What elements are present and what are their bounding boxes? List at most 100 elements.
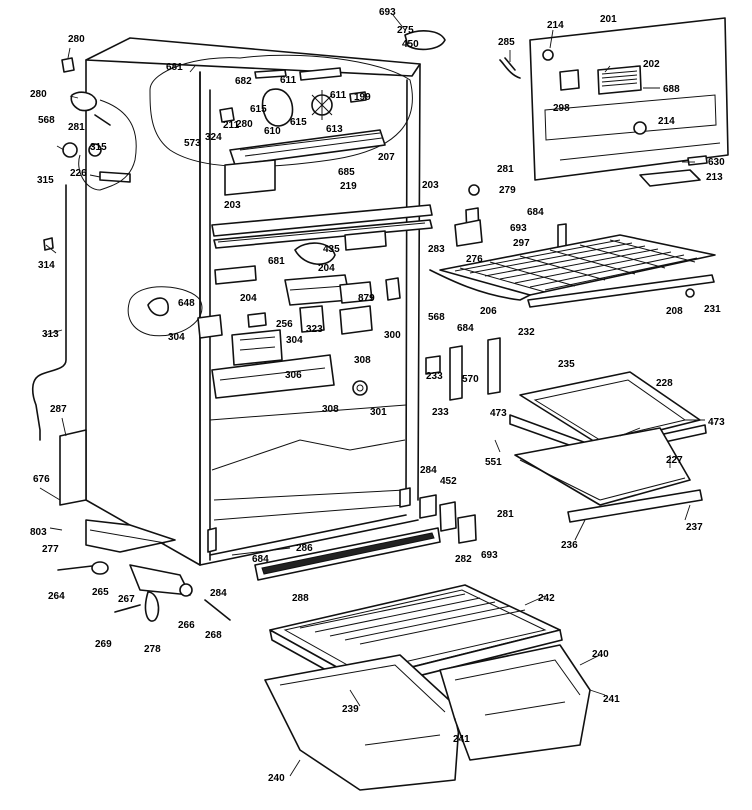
control-panel-201 (404, 17, 729, 187)
part-label-301: 301 (370, 407, 387, 418)
part-label-693: 693 (510, 223, 527, 234)
base-grille-288 (231, 527, 441, 581)
part-label-304: 304 (286, 335, 303, 346)
part-label-203: 203 (224, 200, 241, 211)
part-label-452: 452 (440, 476, 457, 487)
part-label-232: 232 (518, 327, 535, 338)
part-label-280: 280 (68, 34, 85, 45)
part-label-473: 473 (490, 408, 507, 419)
part-label-213: 213 (706, 172, 723, 183)
part-label-241: 241 (453, 734, 470, 745)
part-label-240: 240 (268, 773, 285, 784)
part-label-682: 682 (235, 76, 252, 87)
part-label-269: 269 (95, 639, 112, 650)
part-label-281: 281 (497, 164, 514, 175)
shelf-supports (419, 184, 567, 544)
hinge-parts (57, 561, 231, 622)
part-label-235: 235 (558, 359, 575, 370)
part-label-315: 315 (37, 175, 54, 186)
part-label-203: 203 (422, 180, 439, 191)
part-label-573: 573 (184, 138, 201, 149)
part-label-684: 684 (252, 554, 269, 565)
part-label-297: 297 (513, 238, 530, 249)
part-label-288: 288 (292, 593, 309, 604)
part-label-568: 568 (38, 115, 55, 126)
part-label-241: 241 (603, 694, 620, 705)
part-label-308: 308 (354, 355, 371, 366)
part-label-630: 630 (708, 157, 725, 168)
part-label-239: 239 (342, 704, 359, 715)
part-label-242: 242 (538, 593, 555, 604)
part-label-298: 298 (553, 103, 570, 114)
part-label-267: 267 (118, 594, 135, 605)
part-label-276: 276 (466, 254, 483, 265)
part-label-277: 277 (42, 544, 59, 555)
part-label-199: 199 (354, 92, 371, 103)
part-label-227: 227 (666, 455, 683, 466)
part-label-265: 265 (92, 587, 109, 598)
fan-assembly (127, 286, 267, 339)
part-label-300: 300 (384, 330, 401, 341)
part-label-306: 306 (285, 370, 302, 381)
part-label-231: 231 (704, 304, 721, 315)
part-label-611: 611 (330, 90, 347, 101)
part-label-803: 803 (30, 527, 47, 538)
part-label-226: 226 (70, 168, 87, 179)
part-label-207: 207 (378, 152, 395, 163)
temperature-controls (211, 230, 401, 399)
part-label-693: 693 (379, 7, 396, 18)
part-label-450: 450 (402, 39, 419, 50)
part-label-324: 324 (205, 132, 222, 143)
part-label-284: 284 (420, 465, 437, 476)
part-label-282: 282 (455, 554, 472, 565)
part-number-labels: 280 280 280 281 568 315 315 226 314 313 287 676 803 2… (30, 7, 725, 784)
part-label-280: 280 (30, 89, 47, 100)
part-label-681: 681 (268, 256, 285, 267)
part-label-313: 313 (42, 329, 59, 340)
part-label-648: 648 (178, 298, 195, 309)
part-label-676: 676 (33, 474, 50, 485)
part-label-304: 304 (168, 332, 185, 343)
part-label-323: 323 (306, 324, 323, 335)
part-label-284: 284 (210, 588, 227, 599)
part-label-287: 287 (50, 404, 67, 415)
part-label-266: 266 (178, 620, 195, 631)
part-label-204: 204 (240, 293, 257, 304)
evaporator-assembly (149, 54, 413, 196)
part-label-285: 285 (498, 37, 515, 48)
part-label-283: 283 (428, 244, 445, 255)
meat-keeper-assembly (509, 371, 707, 523)
part-label-281: 281 (497, 509, 514, 520)
part-label-611: 611 (280, 75, 297, 86)
part-label-570: 570 (462, 374, 479, 385)
part-label-236: 236 (561, 540, 578, 551)
part-label-278: 278 (144, 644, 161, 655)
leader-lines (39, 14, 705, 777)
part-label-879: 879 (358, 293, 375, 304)
part-label-256: 256 (276, 319, 293, 330)
part-label-228: 228 (656, 378, 673, 389)
part-label-685: 685 (338, 167, 355, 178)
part-label-315: 315 (90, 142, 107, 153)
part-label-211: 211 (223, 120, 240, 131)
part-label-268: 268 (205, 630, 222, 641)
part-label-693: 693 (481, 550, 498, 561)
drain-tube-assembly (31, 57, 137, 441)
freezer-wire-shelf (429, 234, 716, 308)
part-label-613: 613 (326, 124, 343, 135)
part-label-237: 237 (686, 522, 703, 533)
part-label-208: 208 (666, 306, 683, 317)
part-label-233: 233 (432, 407, 449, 418)
part-label-314: 314 (38, 260, 55, 271)
part-label-214: 214 (658, 116, 675, 127)
part-label-568: 568 (428, 312, 445, 323)
part-label-264: 264 (48, 591, 65, 602)
part-label-435: 435 (323, 244, 340, 255)
part-label-280: 280 (236, 119, 253, 130)
part-label-308: 308 (322, 404, 339, 415)
part-label-615: 615 (290, 117, 307, 128)
part-label-219: 219 (340, 181, 357, 192)
part-label-688: 688 (663, 84, 680, 95)
part-label-204: 204 (318, 263, 335, 274)
